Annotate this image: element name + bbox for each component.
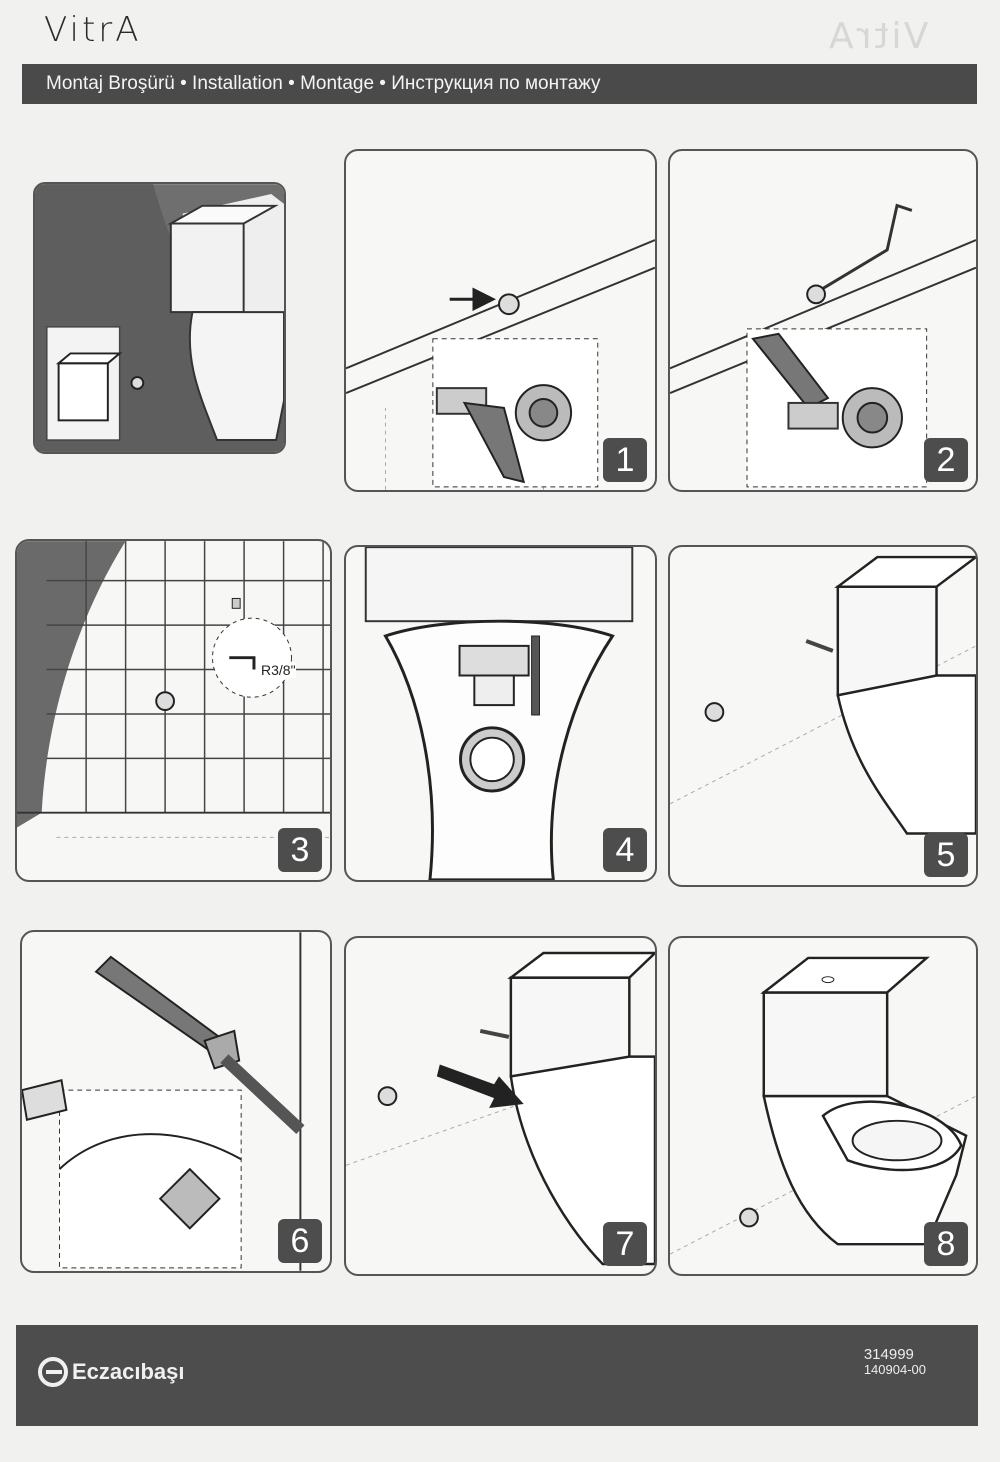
step-3-panel: R3/8" 3 (15, 539, 332, 882)
step-number-1: 1 (603, 438, 647, 482)
step-number-3: 3 (278, 828, 322, 872)
brand-logo: VitrA (44, 10, 142, 50)
step-1-panel: 1 (344, 149, 657, 492)
step-number-2: 2 (924, 438, 968, 482)
document-code: 314999 140904-00 (864, 1347, 926, 1377)
step-4-panel: 4 (344, 545, 657, 882)
page-title-bar: Montaj Broşürü • Installation • Montage … (22, 64, 977, 104)
thread-size-label: R3/8" (261, 662, 296, 678)
step-1-illustration (346, 239, 655, 490)
product-code: 314999 (863, 1346, 914, 1363)
step-number-4: 4 (603, 828, 647, 872)
eczacibasi-logo-icon (38, 1357, 68, 1387)
date-code: 140904-00 (863, 1362, 926, 1377)
step-5-panel: 5 (668, 545, 978, 887)
step-8-illustration (670, 956, 976, 1255)
brand-name: Eczacıbaşı (72, 1359, 185, 1384)
step-number-6: 6 (278, 1219, 322, 1263)
step-number-7: 7 (603, 1222, 647, 1266)
overview-illustration (35, 184, 284, 452)
step-6-illustration (22, 932, 305, 1271)
step-number-5: 5 (924, 833, 968, 877)
overview-panel (33, 182, 286, 454)
step-5-illustration (670, 555, 976, 835)
step-7-panel: 7 (344, 936, 657, 1276)
step-6-panel: 6 (20, 930, 332, 1273)
step-7-illustration (346, 951, 655, 1266)
mirrored-logo-ghost: VitrA (826, 16, 929, 57)
step-8-panel: 8 (668, 936, 978, 1276)
page-title: Montaj Broşürü • Installation • Montage … (46, 73, 601, 94)
step-2-illustration (670, 203, 976, 488)
step-2-panel: 2 (668, 149, 978, 492)
step-number-8: 8 (924, 1222, 968, 1266)
step-4-illustration (364, 547, 634, 880)
eczacibasi-brand: Eczacıbaşı (38, 1357, 185, 1387)
footer-bar: Eczacıbaşı 314999 140904-00 (16, 1325, 978, 1426)
